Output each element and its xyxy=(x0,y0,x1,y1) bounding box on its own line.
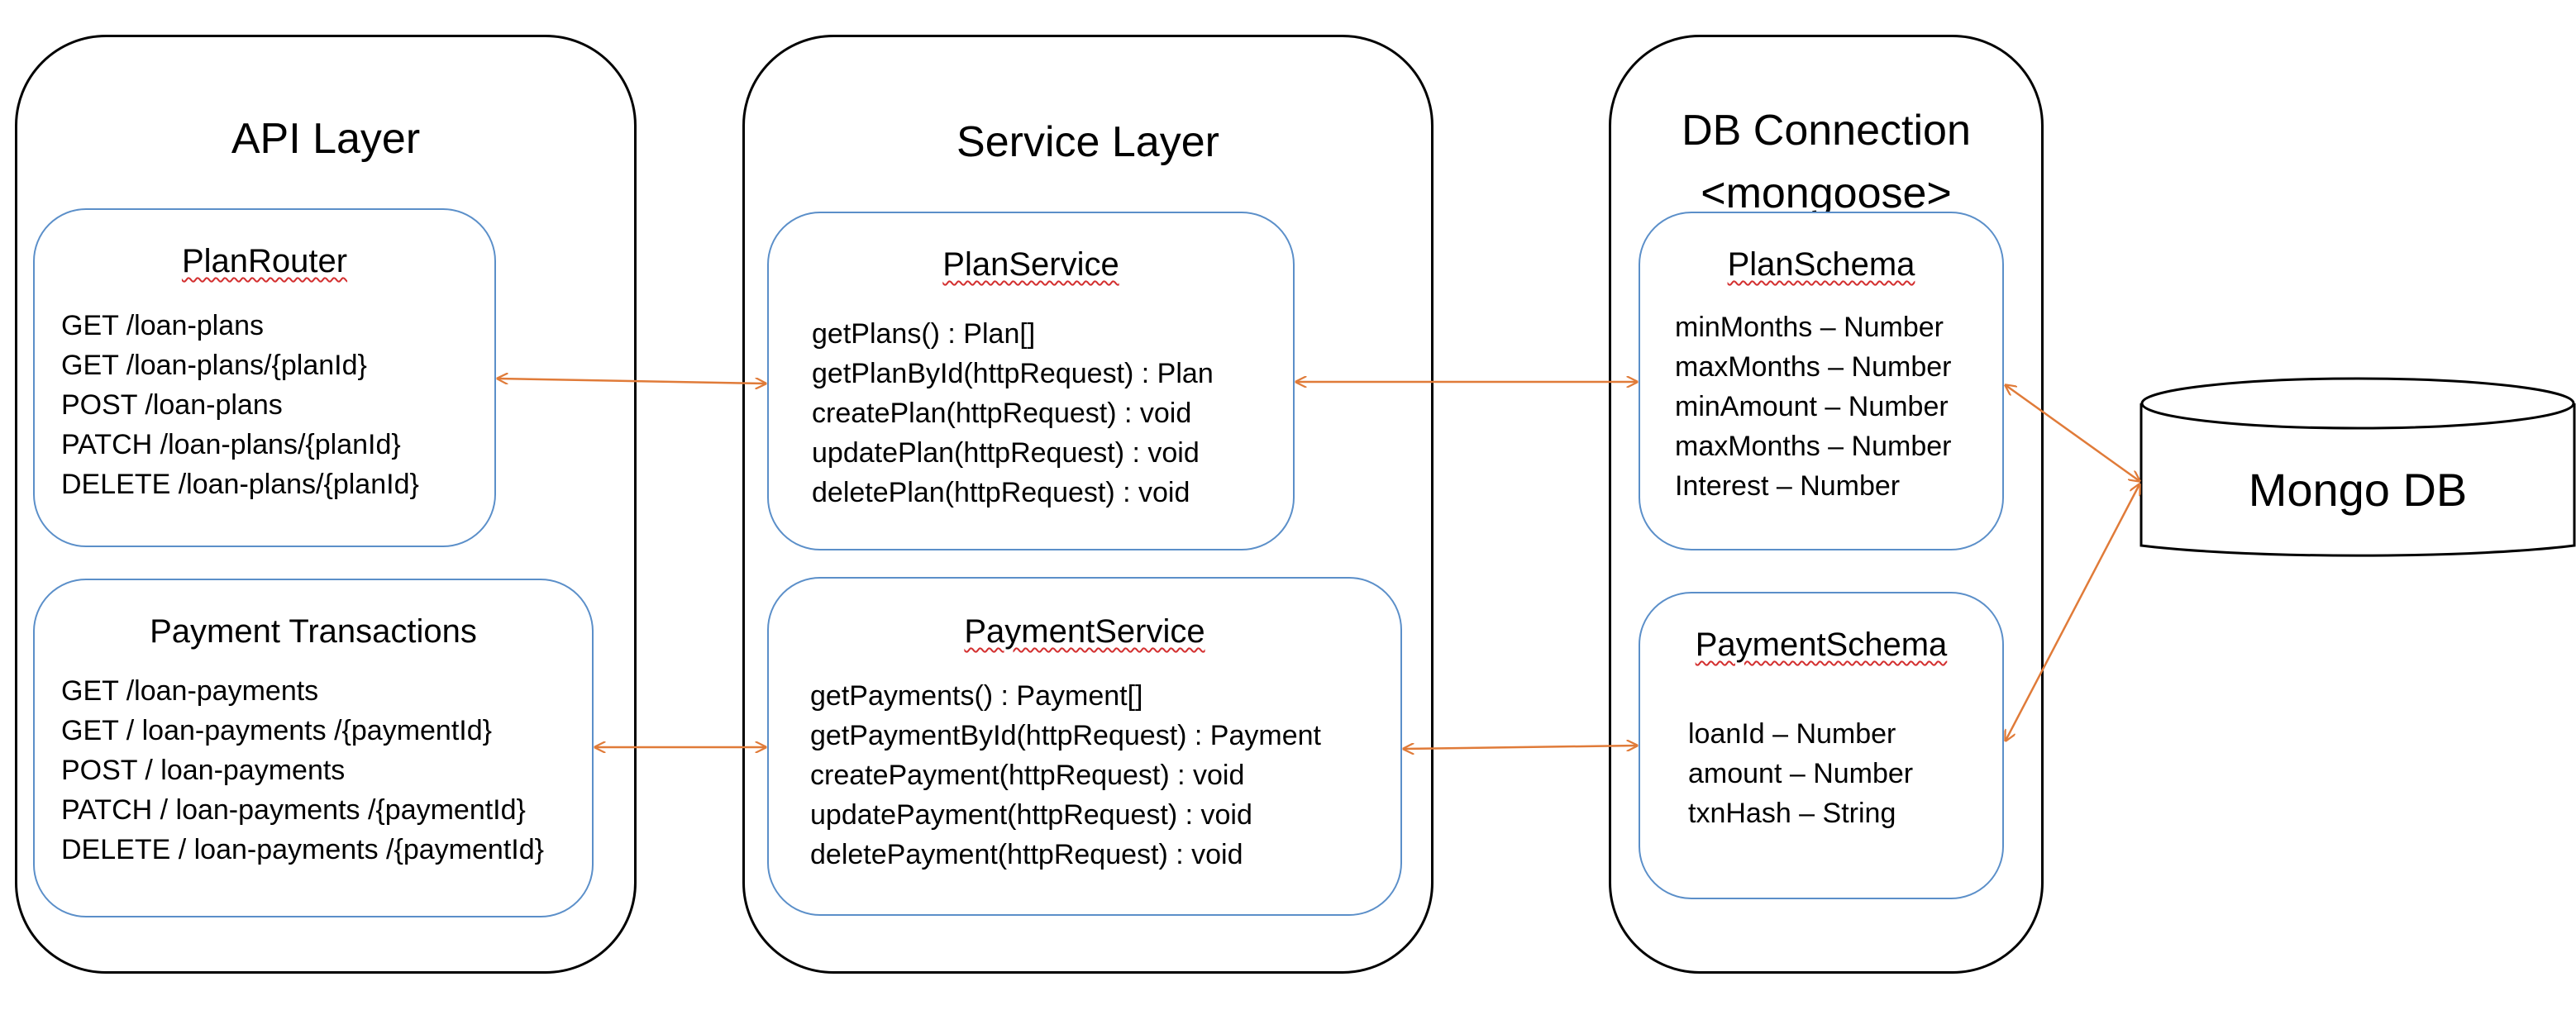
plan-schema-fields: minMonths – Number maxMonths – Number mi… xyxy=(1675,307,1951,506)
payment-service-box: PaymentService getPayments() : Payment[]… xyxy=(767,577,1402,916)
route-line: DELETE / loan-payments /{paymentId} xyxy=(61,834,544,865)
payment-service-title: PaymentService xyxy=(964,613,1205,650)
payment-transactions-box: Payment Transactions GET /loan-payments … xyxy=(33,579,594,917)
payment-schema-title: PaymentSchema xyxy=(1695,627,1948,663)
route-line: POST /loan-plans xyxy=(61,389,283,421)
plan-service-box: PlanService getPlans() : Plan[] getPlanB… xyxy=(767,212,1295,550)
method-line: getPlanById(httpRequest) : Plan xyxy=(812,358,1214,389)
field-line: maxMonths – Number xyxy=(1675,351,1952,383)
method-line: createPayment(httpRequest) : void xyxy=(810,760,1245,791)
payment-schema-box: PaymentSchema loanId – Number amount – N… xyxy=(1639,592,2004,899)
payment-service-methods: getPayments() : Payment[] getPaymentById… xyxy=(810,676,1321,874)
route-line: GET /loan-plans/{planId} xyxy=(61,350,367,381)
plan-router-routes: GET /loan-plans GET /loan-plans/{planId}… xyxy=(61,306,419,504)
plan-schema-box: PlanSchema minMonths – Number maxMonths … xyxy=(1639,212,2004,550)
db-connection-title-line2: <mongoose> xyxy=(1701,169,1952,217)
method-line: deletePayment(httpRequest) : void xyxy=(810,839,1243,870)
plan-router-title: PlanRouter xyxy=(181,243,348,279)
method-line: getPayments() : Payment[] xyxy=(810,680,1143,712)
plan-service-methods: getPlans() : Plan[] getPlanById(httpRequ… xyxy=(812,314,1214,512)
route-line: GET /loan-plans xyxy=(61,310,265,341)
field-line: minAmount – Number xyxy=(1675,391,1949,422)
payment-transactions-routes: GET /loan-payments GET / loan-payments /… xyxy=(61,671,544,870)
arrow-group xyxy=(498,379,2140,749)
plan-router-box: PlanRouter GET /loan-plans GET /loan-pla… xyxy=(33,208,496,547)
api-layer-title: API Layer xyxy=(231,115,421,163)
field-line: txnHash – String xyxy=(1688,798,1896,829)
route-line: GET /loan-payments xyxy=(61,675,319,707)
field-line: loanId – Number xyxy=(1688,718,1896,750)
route-line: POST / loan-payments xyxy=(61,755,346,786)
route-line: PATCH / loan-payments /{paymentId} xyxy=(61,794,526,826)
payment-transactions-title: Payment Transactions xyxy=(150,613,477,650)
db-connection-title-line1: DB Connection xyxy=(1682,107,1971,155)
method-line: getPlans() : Plan[] xyxy=(812,318,1036,350)
mongo-db-label: Mongo DB xyxy=(2248,464,2468,516)
method-line: getPaymentById(httpRequest) : Payment xyxy=(810,720,1321,751)
method-line: updatePayment(httpRequest) : void xyxy=(810,799,1252,831)
method-line: createPlan(httpRequest) : void xyxy=(812,398,1192,429)
field-line: amount – Number xyxy=(1688,758,1914,789)
arrow-planschema-mongodb xyxy=(2006,385,2140,481)
arrow-paymentservice-paymentschema xyxy=(1404,746,1637,749)
service-layer-title: Service Layer xyxy=(956,118,1219,166)
route-line: GET / loan-payments /{paymentId} xyxy=(61,715,492,746)
arrow-planrouter-planservice xyxy=(498,379,766,384)
payment-schema-fields: loanId – Number amount – Number txnHash … xyxy=(1688,714,1913,833)
field-line: maxMonths – Number xyxy=(1675,431,1952,462)
plan-service-title: PlanService xyxy=(942,246,1119,283)
field-line: Interest – Number xyxy=(1675,470,1901,502)
field-line: minMonths – Number xyxy=(1675,312,1944,343)
method-line: deletePlan(httpRequest) : void xyxy=(812,477,1190,508)
route-line: DELETE /loan-plans/{planId} xyxy=(61,469,419,500)
arrow-paymentschema-mongodb xyxy=(2006,484,2140,741)
database-cylinder xyxy=(2140,377,2576,557)
method-line: updatePlan(httpRequest) : void xyxy=(812,437,1200,469)
plan-schema-title: PlanSchema xyxy=(1727,246,1915,283)
route-line: PATCH /loan-plans/{planId} xyxy=(61,429,401,460)
